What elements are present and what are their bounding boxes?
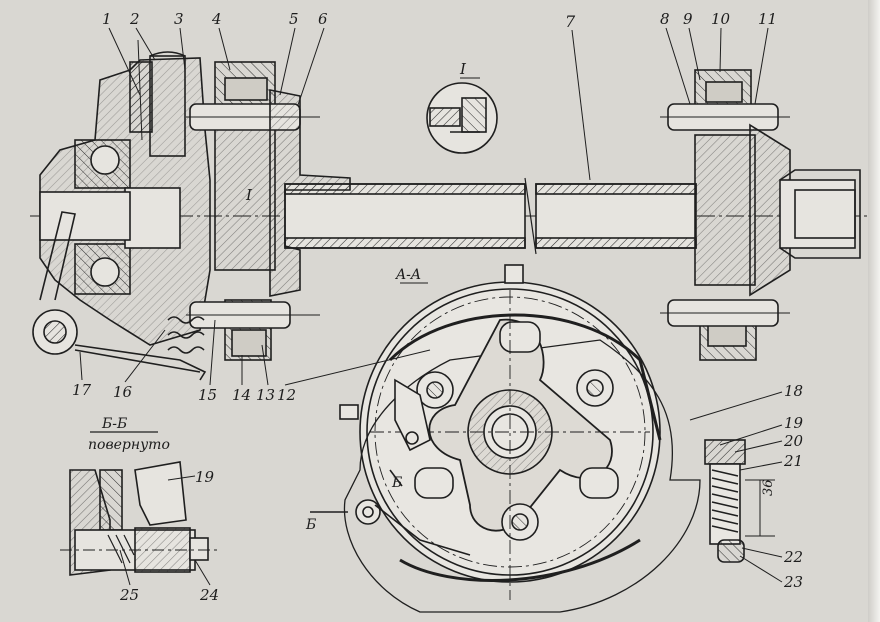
dimension-36: 36 (761, 479, 776, 496)
callout-13: 13 (256, 386, 276, 404)
section-bb-title: Б-Б (102, 416, 128, 432)
detail-mark: I (460, 60, 466, 78)
section-b-b (60, 461, 220, 576)
callout-21: 21 (784, 452, 804, 470)
section-aa-title: A-A (396, 267, 421, 283)
callout-17: 17 (72, 381, 92, 399)
section-bb-note: повернуто (88, 437, 170, 453)
callout-3: 3 (174, 10, 184, 28)
callout-15: 15 (198, 386, 218, 404)
callout-20: 20 (784, 432, 804, 450)
callout-25: 25 (120, 586, 140, 604)
callout-14: 14 (232, 386, 252, 404)
callout-1: 1 (102, 10, 112, 28)
callout-6: 6 (318, 10, 328, 28)
section-arrow-lower: Б (306, 517, 317, 533)
callout-4: 4 (212, 10, 222, 28)
callout-16: 16 (113, 383, 133, 401)
page-edge (868, 0, 880, 622)
callout-19: 19 (784, 414, 804, 432)
callout-9: 9 (683, 10, 693, 28)
leader-lines (79, 27, 783, 586)
callout-22: 22 (784, 548, 804, 566)
callout-11: 11 (758, 10, 778, 28)
callout-5: 5 (289, 10, 299, 28)
callout-12: 12 (277, 386, 297, 404)
shaft-assembly (30, 39, 870, 381)
callout-2: 2 (130, 10, 140, 28)
callout-7: 7 (565, 12, 576, 31)
callout-18: 18 (784, 382, 804, 400)
callout-8: 8 (660, 10, 670, 28)
section-a-a (310, 264, 775, 613)
section-arrow-upper: Б (392, 475, 403, 491)
detail-callout: I (246, 186, 252, 204)
callout-24: 24 (200, 586, 220, 604)
callout-10: 10 (711, 10, 731, 28)
callout-23: 23 (784, 573, 804, 591)
callout-19-section-bb: 19 (195, 468, 215, 486)
